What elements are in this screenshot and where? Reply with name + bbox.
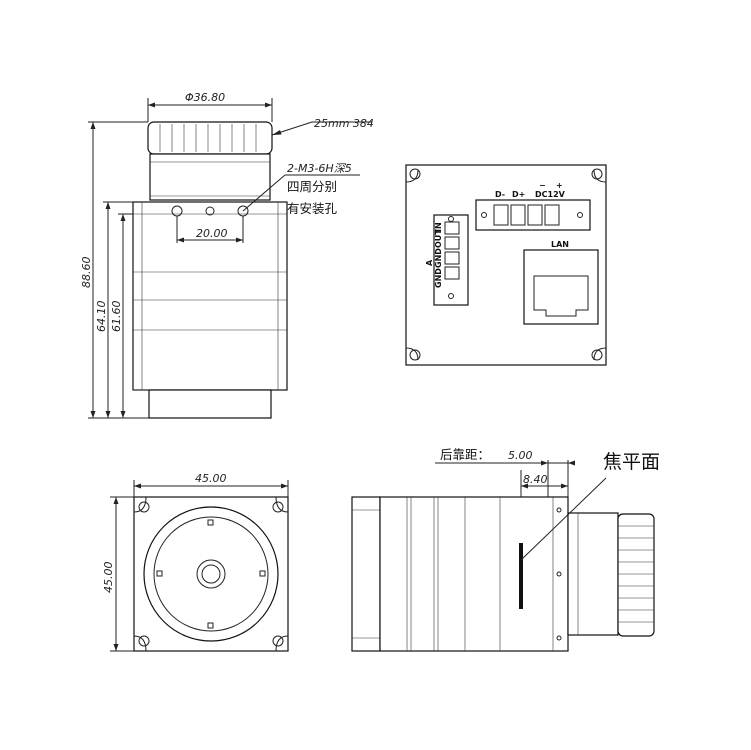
power-label: DC12V [535,190,566,199]
side-label-out: OUT [434,229,443,248]
front-elevation-view: Φ36.80 25mm 384 2-M3-6H深5 四周分别 有安装孔 20.0… [80,91,374,419]
side-label-gnd2: GND [434,248,443,268]
dim-hole-spacing: 20.00 [196,227,228,240]
dim-total-height: 88.60 [80,257,93,289]
hole-note-line1: 四周分别 [287,179,337,194]
dim-face-height: 45.00 [102,562,115,594]
pin-label-minus: − [539,181,546,190]
dim-height-61: 61.60 [110,301,123,333]
pin-label-plus: + [556,181,563,190]
side-label-a: A [425,259,434,266]
dim-lens-mount: 25mm 384 [314,117,374,130]
dim-hole-callout: 2-M3-6H深5 [287,162,352,175]
focal-plane-label: 焦平面 [603,451,660,473]
dim-diameter: Φ36.80 [185,91,225,104]
side-view: 焦平面 后靠距： 5.00 8.40 [351,447,660,652]
rear-view: GND GND OUT IN A D- D+ − + DC12V LAN [405,164,607,366]
back-focus-label: 后靠距： [440,447,490,462]
hole-note-line2: 有安装孔 [287,201,338,216]
side-label-in: IN [434,222,443,232]
side-label-gnd1: GND [434,268,443,288]
dim-flange: 8.40 [523,473,548,486]
pin-label-dplus: D+ [512,190,525,199]
face-view: 45.00 45.00 [102,472,289,652]
back-focus-value: 5.00 [508,449,533,462]
lan-label: LAN [551,240,569,249]
dim-height-64: 64.10 [95,301,108,333]
pin-label-dminus: D- [495,190,505,199]
dim-face-width: 45.00 [195,472,227,485]
